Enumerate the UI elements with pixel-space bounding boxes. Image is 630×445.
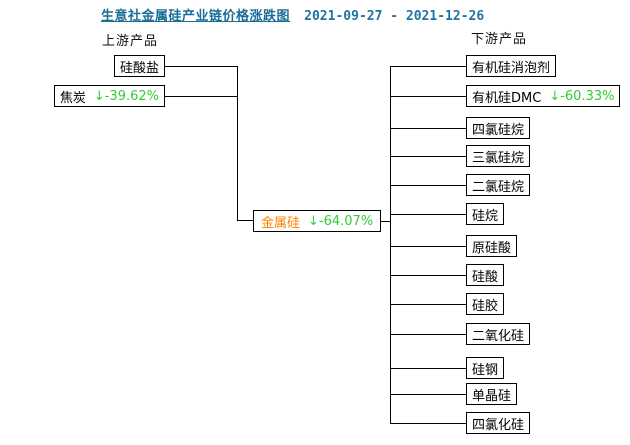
node-label: 硅烷	[472, 208, 499, 224]
page-title: 生意社金属硅产业链价格涨跌图 2021-09-27 - 2021-12-26	[101, 5, 484, 24]
node-silicone-dmc[interactable]: 有机硅DMC ↓-60.33%	[466, 85, 621, 107]
node-silicic-acid[interactable]: 硅酸	[466, 264, 505, 286]
node-label: 有机硅DMC	[472, 90, 542, 106]
node-label: 原硅酸	[472, 240, 512, 256]
downstream-section-label: 下游产品	[471, 32, 528, 47]
upstream-section-label: 上游产品	[102, 34, 159, 49]
node-silicate[interactable]: 硅酸盐	[113, 55, 165, 77]
node-silane[interactable]: 硅烷	[466, 203, 505, 225]
node-label: 硅胶	[472, 298, 499, 314]
node-label: 二氯硅烷	[472, 179, 525, 195]
price-change: ↓-60.33%	[549, 88, 615, 104]
node-coke[interactable]: 焦炭 ↓-39.62%	[53, 85, 165, 107]
node-silica-gel[interactable]: 硅胶	[466, 293, 505, 315]
node-trichlorosilane[interactable]: 三氯硅烷	[466, 145, 531, 167]
node-label: 硅酸	[472, 269, 499, 285]
node-label: 四氯化硅	[472, 417, 525, 433]
node-label: 有机硅消泡剂	[472, 60, 551, 76]
node-dichlorosilane[interactable]: 二氯硅烷	[466, 174, 531, 196]
chart-title: 生意社金属硅产业链价格涨跌图	[101, 9, 291, 24]
node-label: 硅钢	[472, 362, 499, 378]
node-label: 金属硅	[261, 215, 301, 231]
node-metal-silicon[interactable]: 金属硅 ↓-64.07%	[253, 210, 382, 232]
node-label: 三氯硅烷	[472, 150, 525, 166]
price-change: ↓-64.07%	[308, 213, 374, 229]
node-silicon-tetrachloride[interactable]: 四氯化硅	[466, 412, 531, 434]
node-label: 单晶硅	[472, 388, 512, 404]
node-label: 四氯硅烷	[472, 122, 525, 138]
node-label: 焦炭	[59, 90, 86, 106]
node-monocrystalline-silicon[interactable]: 单晶硅	[466, 383, 518, 405]
node-label: 二氧化硅	[472, 328, 525, 344]
date-range: 2021-09-27 - 2021-12-26	[304, 9, 485, 24]
node-silicone-defoamer[interactable]: 有机硅消泡剂	[466, 55, 557, 77]
node-tetrachlorosilane[interactable]: 四氯硅烷	[466, 117, 531, 139]
node-silicon-dioxide[interactable]: 二氧化硅	[466, 323, 531, 345]
node-orthosilicic-acid[interactable]: 原硅酸	[466, 235, 518, 257]
price-change: ↓-39.62%	[93, 88, 159, 104]
node-label: 硅酸盐	[119, 60, 159, 76]
node-silicon-steel[interactable]: 硅钢	[466, 357, 505, 379]
